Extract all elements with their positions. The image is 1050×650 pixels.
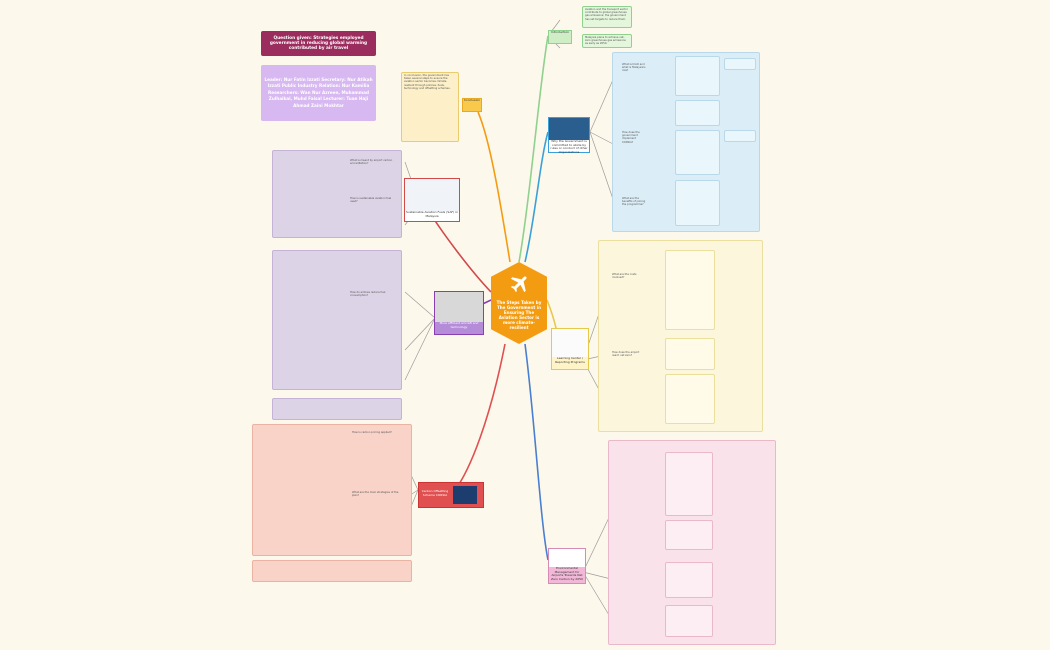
aircraft-panel (272, 250, 402, 390)
learning-detail-2 (665, 338, 715, 370)
offset-panel (252, 424, 412, 556)
branch-icao (524, 131, 549, 263)
central-title: The Steps Taken by The Government in Ens… (496, 300, 542, 330)
management-detail-4 (665, 605, 713, 637)
icao-detail-4 (675, 180, 720, 226)
sustainable-q2-text: How is sustainable aviation fuel used? (350, 197, 392, 204)
topic-aircraft[interactable]: More efficient aircraft and technology (434, 291, 484, 335)
branch-conclusion (477, 111, 511, 263)
topic-introduction[interactable]: Introduction (548, 30, 572, 44)
learning-q1: What are the costs involved? (610, 272, 642, 290)
conference-photo (549, 118, 589, 140)
topic-icao-label: Why the Government is committed to abide… (550, 139, 588, 154)
question-text: Question given: Strategies employed gove… (269, 35, 368, 52)
sustainable-q2: How is sustainable aviation fuel used? (348, 196, 396, 210)
conclusion-note: In conclusion, the government has taken … (401, 72, 459, 142)
icao-q2: How does the government implement CORSIA… (620, 130, 650, 148)
branch-introduction (518, 35, 549, 263)
topic-learning-label: Learning Center / Reporting Programs (555, 356, 585, 364)
branch-management (524, 343, 549, 561)
management-detail-2 (665, 520, 713, 550)
icao-q3-text: What are the benefits of joining the pro… (622, 197, 646, 207)
intro-note-2: Malaysia plans to achieve net-zero green… (582, 34, 632, 48)
topic-icao[interactable]: Why the Government is committed to abide… (548, 117, 590, 154)
icao-detail-6 (724, 130, 756, 142)
icao-detail-2 (675, 100, 720, 126)
question-box: Question given: Strategies employed gove… (261, 31, 376, 56)
management-detail-3 (665, 562, 713, 598)
aircraft-q1: How do airlines reduce fuel consumption? (348, 290, 396, 304)
offset-q1-text: How is carbon pricing applied? (352, 431, 392, 434)
icao-q2-text: How does the government implement CORSIA… (622, 131, 640, 144)
icao-q1-text: What is ICAO and what is Malaysia's role… (622, 63, 646, 73)
icao-detail-3 (675, 130, 720, 175)
intro-note-1-text: Aviation and the transport sector contri… (585, 8, 628, 21)
learning-q2: How does the airport reach net zero? (610, 350, 642, 368)
topic-conclusion-label: Conclusion (463, 98, 481, 102)
topic-sustainable-label: Sustainable Aviation Fuels (SAF) in Mala… (406, 210, 458, 218)
topic-sustainable[interactable]: Sustainable Aviation Fuels (SAF) in Mala… (404, 178, 460, 222)
aircraft-photo (435, 292, 483, 322)
branch-offset (454, 343, 506, 491)
topic-offset[interactable]: Carbon Offsetting Scheme CORSIA (418, 482, 484, 508)
topic-conclusion[interactable]: Conclusion (462, 98, 482, 112)
intro-note-2-text: Malaysia plans to achieve net-zero green… (585, 36, 626, 46)
learning-detail-3 (665, 374, 715, 424)
central-topic[interactable]: The Steps Taken by The Government in Ens… (491, 262, 547, 344)
topic-management[interactable]: Environmental Management for Airports To… (548, 548, 586, 584)
learning-q1-text: What are the costs involved? (612, 273, 637, 280)
offset-q2-text: What are the main strategies of the plan… (352, 491, 399, 498)
topic-aircraft-label: More efficient aircraft and technology (439, 321, 479, 329)
airport-logo (405, 179, 459, 211)
learning-detail-1 (665, 250, 715, 330)
icao-q1: What is ICAO and what is Malaysia's role… (620, 62, 650, 80)
management-image (549, 549, 585, 567)
sustainable-q1: What is meant by airport carbon accredit… (348, 158, 396, 176)
icao-detail-1 (675, 56, 720, 96)
topic-management-label: Environmental Management for Airports To… (551, 566, 583, 581)
team-text: Leader: Nur Fatin Izzati Secretary: Nur … (264, 76, 373, 108)
offset-q2: What are the main strategies of the plan… (350, 490, 405, 506)
topic-learning[interactable]: Learning Center / Reporting Programs (551, 328, 589, 370)
offset-q1: How is carbon pricing applied? (350, 430, 405, 446)
intro-note-1: Aviation and the transport sector contri… (582, 6, 632, 28)
aircraft-panel-2 (272, 398, 402, 420)
airplane-icon (510, 276, 527, 293)
aircraft-q1-text: How do airlines reduce fuel consumption? (350, 291, 386, 298)
offset-logo (453, 486, 477, 504)
management-detail-1 (665, 452, 713, 516)
learning-q2-text: How does the airport reach net zero? (612, 351, 640, 358)
topic-offset-label: Carbon Offsetting Scheme CORSIA (421, 489, 449, 497)
globe-diagram (552, 329, 588, 357)
offset-panel-2 (252, 560, 412, 582)
icao-q3: What are the benefits of joining the pro… (620, 196, 650, 214)
topic-introduction-label: Introduction (550, 30, 570, 34)
conclusion-note-text: In conclusion, the government has taken … (404, 74, 451, 90)
team-box: Leader: Nur Fatin Izzati Secretary: Nur … (261, 65, 376, 121)
sustainable-q1-text: What is meant by airport carbon accredit… (350, 159, 393, 166)
sustainable-panel (272, 150, 402, 238)
icao-detail-5 (724, 58, 756, 70)
